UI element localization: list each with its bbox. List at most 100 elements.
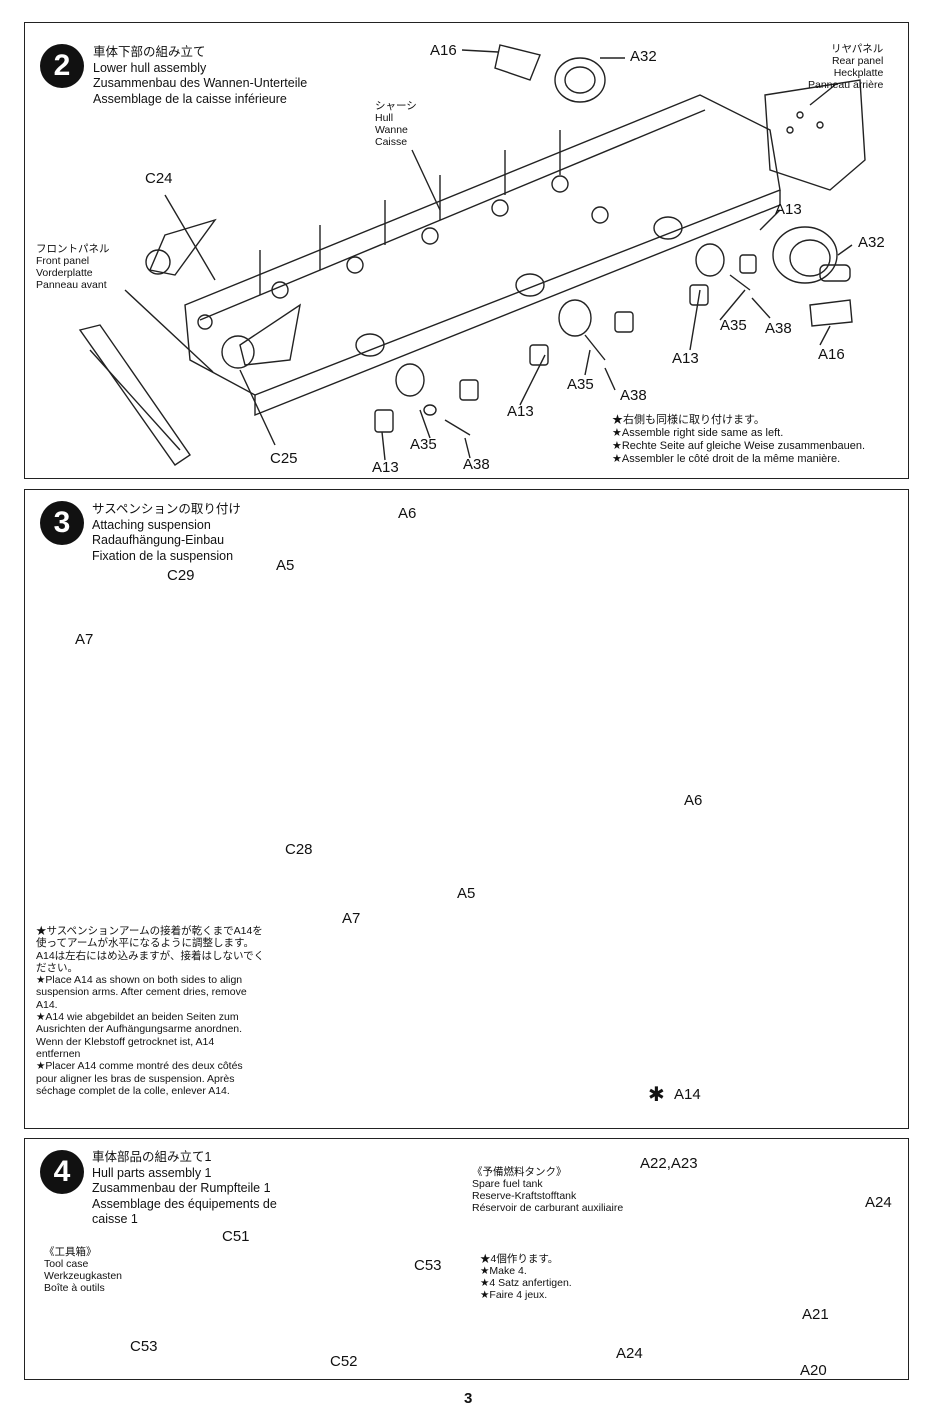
step-2-title-fr: Assemblage de la caisse inférieure — [93, 91, 287, 106]
part-label: A14 — [674, 1086, 701, 1103]
tool-case-en: Tool case — [44, 1258, 89, 1270]
part-label: A5 — [276, 557, 295, 574]
step-3-title-en: Attaching suspension — [92, 517, 211, 532]
part-label: A38 — [463, 456, 490, 473]
fuel-tank-jp: 《予備燃料タンク》 — [472, 1166, 567, 1178]
part-label: A32 — [630, 48, 657, 65]
step-2-note-jp: ★右側も同様に取り付けます。 — [612, 414, 765, 426]
tool-case-de: Werkzeugkasten — [44, 1270, 123, 1282]
part-label: A35 — [720, 317, 747, 334]
part-label: A5 — [457, 885, 476, 902]
part-label: A35 — [410, 436, 437, 453]
step-2-note: ★右側も同様に取り付けます。 ★Assemble right side same… — [612, 414, 865, 466]
rear-panel-de: Heckplatte — [833, 67, 884, 79]
step-4-number: 4 — [40, 1150, 84, 1194]
part-label: A7 — [342, 910, 361, 927]
make-four-en: ★Make 4. — [480, 1265, 527, 1277]
front-panel-jp: フロントパネル — [36, 243, 110, 255]
front-panel-de: Vorderplatte — [36, 267, 93, 279]
part-label: A16 — [430, 42, 457, 59]
part-label: A20 — [800, 1362, 827, 1379]
part-label: A35 — [567, 376, 594, 393]
step-2-number: 2 — [40, 44, 84, 88]
step-4-title-de: Zusammenbau der Rumpfteile 1 — [92, 1181, 271, 1195]
tool-case-jp: 《工具箱》 — [44, 1246, 97, 1258]
step-3-note-line: ださい。 — [36, 961, 78, 974]
step-2-panel — [24, 22, 909, 479]
step-3-note-line: Ausrichten der Aufhängungsarme anordnen. — [36, 1023, 243, 1036]
fuel-tank-fr: Réservoir de carburant auxiliaire — [472, 1202, 624, 1214]
step-2-note-de: ★Rechte Seite auf gleiche Weise zusammen… — [612, 440, 866, 452]
step-3-note-line: A14は左右にはめ込みますが、接着はしないでく — [36, 949, 265, 962]
step-4-title-en: Hull parts assembly 1 — [92, 1165, 212, 1180]
rear-panel-label: リヤパネル Rear panel Heckplatte Panneau arri… — [808, 43, 883, 91]
part-label: A24 — [616, 1345, 643, 1362]
fuel-tank-en: Spare fuel tank — [472, 1178, 543, 1190]
step-4-title-fr2: caisse 1 — [92, 1212, 138, 1226]
part-label: A32 — [858, 234, 885, 251]
step-2-title-jp: 車体下部の組み立て — [93, 45, 206, 59]
step-3-note: ★サスペンションアームの接着が乾くまでA14を 使ってアームが水平になるように調… — [36, 925, 298, 1097]
step-2-title-de: Zusammenbau des Wannen-Unterteile — [93, 76, 308, 90]
step-3-note-line: ★サスペンションアームの接着が乾くまでA14を — [36, 925, 263, 937]
part-label: A38 — [765, 320, 792, 337]
part-label: A13 — [372, 459, 399, 476]
part-label: C53 — [414, 1257, 442, 1274]
part-label: C25 — [270, 450, 298, 467]
step-4-title: 車体部品の組み立て1 Hull parts assembly 1 Zusamme… — [92, 1150, 277, 1228]
part-label: A16 — [818, 346, 845, 363]
part-label: C53 — [130, 1338, 158, 1355]
chassis-fr: Caisse — [375, 136, 408, 148]
step-3-title: サスペンションの取り付け Attaching suspension Radauf… — [92, 502, 241, 564]
fuel-tank-label: 《予備燃料タンク》 Spare fuel tank Reserve-Krafts… — [472, 1166, 623, 1214]
tool-case-label: 《工具箱》 Tool case Werkzeugkasten Boîte à o… — [44, 1246, 122, 1294]
step-3-note-line: pour aligner les bras de suspension. Apr… — [36, 1072, 235, 1085]
step-3-note-line: ★A14 wie abgebildet an beiden Seiten zum — [36, 1011, 239, 1024]
front-panel-fr: Panneau avant — [36, 279, 107, 291]
page-number: 3 — [464, 1390, 473, 1407]
part-label: A6 — [398, 505, 417, 522]
step-4-panel — [24, 1138, 909, 1380]
step-4-title-fr: Assemblage des équipements de — [92, 1196, 277, 1211]
part-label: A24 — [865, 1194, 892, 1211]
part-label: A38 — [620, 387, 647, 404]
part-label: A7 — [75, 631, 94, 648]
step-3-panel — [24, 489, 909, 1129]
step-2-title: 車体下部の組み立て Lower hull assembly Zusammenba… — [93, 45, 307, 107]
step-2-note-fr: ★Assembler le côté droit de la même mani… — [612, 453, 841, 465]
step-3-title-jp: サスペンションの取り付け — [92, 502, 241, 516]
step-3-note-line: suspension arms. After cement dries, rem… — [36, 986, 247, 999]
front-panel-en: Front panel — [36, 255, 90, 267]
step-3-note-line: Wenn der Klebstoff getrocknet ist, A14 — [36, 1035, 215, 1048]
part-label: C51 — [222, 1228, 250, 1245]
make-four-jp: ★4個作ります。 — [480, 1253, 559, 1265]
part-label: C29 — [167, 567, 195, 584]
part-label: A13 — [775, 201, 802, 218]
step-4-title-jp: 車体部品の組み立て1 — [92, 1150, 212, 1164]
chassis-de: Wanne — [375, 124, 408, 136]
part-label: C52 — [330, 1353, 358, 1370]
step-3-note-line: A14. — [36, 998, 58, 1011]
step-3-title-fr: Fixation de la suspension — [92, 548, 234, 563]
rear-panel-jp: リヤパネル — [831, 43, 884, 55]
step-3-note-line: séchage complet de la colle, enlever A14… — [36, 1084, 230, 1097]
part-label: C24 — [145, 170, 173, 187]
part-label: A6 — [684, 792, 703, 809]
step-3-number: 3 — [40, 501, 84, 545]
rear-panel-en: Rear panel — [831, 55, 884, 67]
chassis-jp: シャーシ — [375, 100, 417, 112]
step-2-title-en: Lower hull assembly — [93, 60, 207, 75]
part-label: A13 — [507, 403, 534, 420]
step-3-title-de: Radaufhängung-Einbau — [92, 533, 225, 547]
fuel-tank-de: Reserve-Kraftstofftank — [472, 1190, 577, 1202]
a14-asterisk-icon: ✱ — [648, 1084, 665, 1106]
part-label: C28 — [285, 841, 313, 858]
front-panel-label: フロントパネル Front panel Vorderplatte Panneau… — [36, 243, 110, 291]
step-3-note-line: ★Place A14 as shown on both sides to ali… — [36, 974, 243, 987]
make-four-de: ★4 Satz anfertigen. — [480, 1277, 572, 1289]
part-label: A13 — [672, 350, 699, 367]
chassis-label: シャーシ Hull Wanne Caisse — [375, 100, 417, 148]
chassis-en: Hull — [375, 112, 394, 124]
step-3-note-line: ★Placer A14 comme montré des deux côtés — [36, 1060, 243, 1073]
tool-case-fr: Boîte à outils — [44, 1282, 105, 1294]
